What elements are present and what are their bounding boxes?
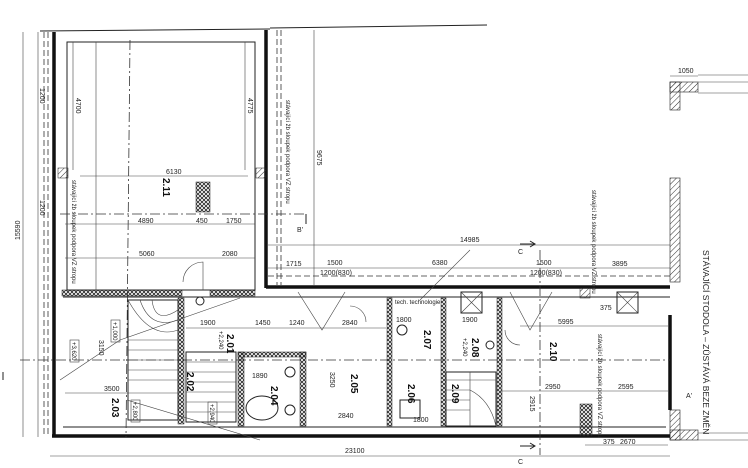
dim-1200a: 1200(830): [320, 270, 352, 277]
dim-2915: 2915: [528, 396, 535, 412]
dim-1800b: 1800: [413, 417, 429, 424]
level-3: +2,800: [131, 402, 137, 421]
dim-450: 450: [196, 218, 208, 225]
section-c-bottom: C: [518, 459, 523, 466]
room-2-04: 2.04: [268, 386, 279, 406]
dim-4890: 4890: [138, 218, 154, 225]
dimension-lines: [22, 30, 698, 457]
level-1: +1,000: [111, 322, 117, 341]
level-6: +2,240: [461, 338, 467, 357]
dim-375a: 375: [600, 305, 612, 312]
dim-1890: 1890: [252, 373, 268, 380]
dim-1715: 1715: [286, 261, 302, 268]
dim-4700: 4700: [74, 98, 81, 114]
level-4: +2,240: [217, 331, 223, 350]
column-note-4: stávající žb sloupek podpora VZ stropu: [596, 334, 602, 438]
barn-note: STÁVAJÍCÍ STODOLA – ZŮSTÁVÁ BEZE ZMĚN: [701, 250, 712, 434]
dim-9675: 9675: [315, 150, 322, 166]
technology-note: tech. technologie: [395, 300, 441, 306]
room-2-06: 2.06: [405, 384, 416, 404]
section-b: B': [297, 227, 303, 234]
dim-2670: 2670: [620, 439, 636, 446]
dim-1050: 1050: [678, 68, 694, 75]
dim-2840b: 2840: [338, 413, 354, 420]
dim-3895: 3895: [612, 261, 628, 268]
walls: [20, 24, 672, 455]
room-2-05: 2.05: [348, 374, 359, 394]
dim-5060: 5060: [139, 251, 155, 258]
dim-1750: 1750: [226, 218, 242, 225]
section-c-top: C: [518, 249, 523, 256]
column-note-1: stávající žb sloupek podpora VZ stropu: [284, 100, 290, 204]
dim-1240: 1240: [289, 320, 305, 327]
dim-1500b: 1500: [536, 260, 552, 267]
dim-375b: 375: [603, 439, 615, 446]
dim-3500: 3500: [104, 386, 120, 393]
dim-15590: 15590: [15, 220, 22, 240]
annotations: stávající žb sloupek podpora VZ stropu s…: [70, 100, 712, 438]
dim-upper-right: 14985: [460, 237, 480, 244]
dim-1200b: 1200(830): [530, 270, 562, 277]
dim-1500a: 1500: [327, 260, 343, 267]
dim-6130: 6130: [166, 169, 182, 176]
section-a: A': [686, 393, 692, 400]
dim-6380: 6380: [432, 260, 448, 267]
dim-2840a: 2840: [342, 320, 358, 327]
level-5: +2,940: [208, 404, 214, 423]
dim-2080: 2080: [222, 251, 238, 258]
dim-3150: 3150: [97, 340, 104, 356]
column-note-3: stávající žb sloupek podpora VZ stropu: [590, 190, 596, 294]
dim-1200d: 1200: [38, 200, 45, 216]
room-labels: 2.01 2.02 2.03 2.04 2.05 2.06 2.07 2.08 …: [109, 178, 558, 418]
room-2-03: 2.03: [109, 398, 120, 418]
room-2-08: 2.08: [469, 338, 480, 358]
room-2-10: 2.10: [547, 342, 558, 362]
dim-1200c: 1200: [38, 88, 45, 104]
dim-1900a: 1900: [200, 320, 216, 327]
room-2-01: 2.01: [224, 334, 235, 354]
level-marks: +1,000 +3,620 +2,800 +2,240 +2,940 +2,24…: [69, 319, 467, 425]
dim-1800a: 1800: [396, 317, 412, 324]
room-2-09: 2.09: [449, 384, 460, 404]
fixtures: [59, 249, 639, 441]
dim-1450: 1450: [255, 320, 271, 327]
dim-5995: 5995: [558, 319, 574, 326]
column-note-2: stávající žb sloupek podpora VZ stropu: [70, 180, 76, 284]
dimension-labels: 23100 14985 6380 1715 1500 1200(830) 150…: [15, 68, 694, 455]
room-2-11: 2.11: [160, 178, 171, 197]
room-2-07: 2.07: [421, 330, 432, 350]
dim-1900b: 1900: [462, 317, 478, 324]
dim-total-width: 23100: [345, 448, 365, 455]
section-marks: B' A' C C: [2, 214, 692, 466]
dim-3250: 3250: [328, 372, 335, 388]
dim-2950: 2950: [545, 384, 561, 391]
dim-4775: 4775: [246, 98, 253, 114]
level-2: +3,620: [70, 342, 76, 361]
masonry: [57, 74, 748, 441]
room-2-02: 2.02: [184, 372, 195, 392]
dim-2595: 2595: [618, 384, 634, 391]
